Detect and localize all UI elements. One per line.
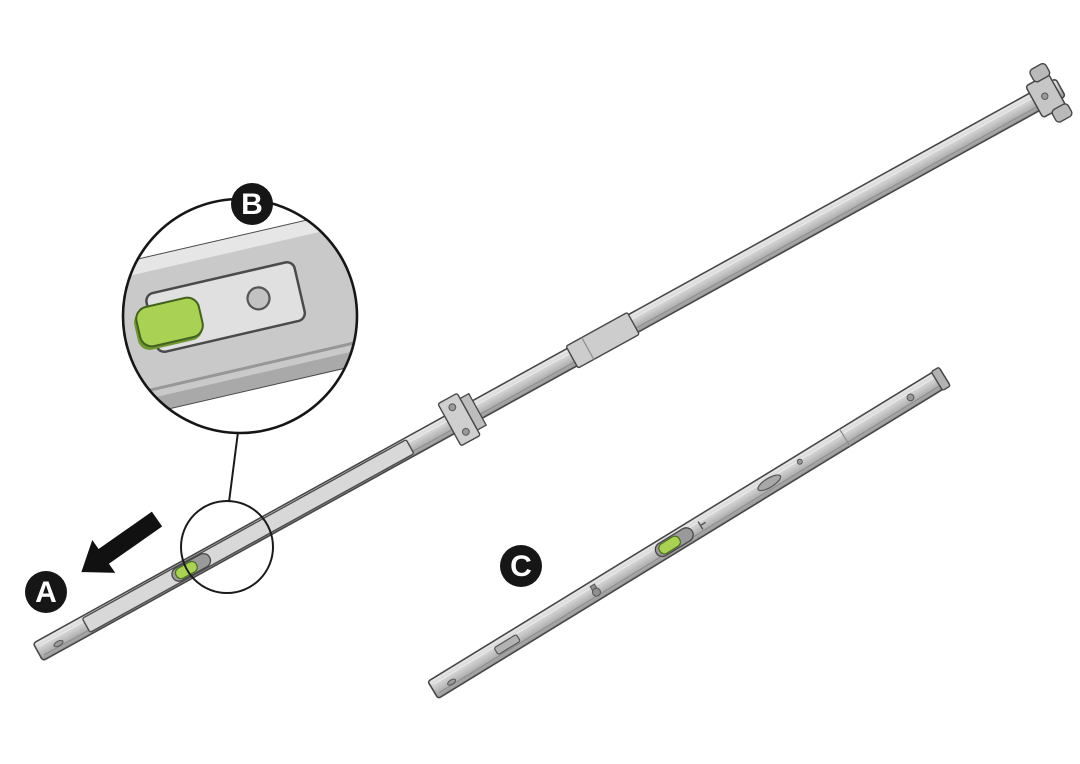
magnified-rail-top-edge	[124, 204, 356, 290]
oval-slot	[757, 474, 782, 492]
magnified-rail-bottom-edge	[124, 338, 356, 425]
right-round-hole	[906, 393, 915, 402]
telescoping-slide-rail	[33, 62, 1073, 661]
inner-rail-end-cap	[931, 367, 951, 391]
badge-b: B	[231, 183, 273, 225]
badge-a: A	[25, 571, 67, 613]
badge-c-label: C	[510, 550, 532, 583]
slide-direction-arrow-icon	[78, 508, 165, 575]
attached-inner-section	[82, 439, 414, 633]
inner-rect-slot	[494, 634, 521, 655]
magnified-detail	[124, 202, 356, 426]
badge-b-label: B	[241, 188, 263, 221]
badge-a-circle	[25, 571, 67, 613]
end-bracket-tab-bottom	[1051, 103, 1073, 123]
magnified-green-release-button	[135, 296, 204, 348]
callout-connector-line	[228, 431, 239, 503]
joint-seam	[581, 337, 595, 360]
keyhole-round	[591, 587, 601, 597]
keyhole-slot	[589, 583, 601, 597]
end-bracket-tab-top	[1029, 62, 1051, 83]
release-button-assembly-inner	[654, 521, 706, 558]
end-bracket-hole	[1041, 92, 1049, 100]
detached-inner-rail	[427, 367, 951, 699]
magnified-round-hole	[246, 286, 271, 311]
inner-left-tip-hole	[447, 678, 457, 686]
green-release-button	[658, 535, 682, 555]
arrow-shape	[78, 508, 165, 575]
joint-sleeve	[566, 312, 640, 369]
bracket-hole-bottom	[461, 427, 470, 436]
telescoping-joint	[566, 312, 640, 369]
inner-rail-seam	[839, 428, 851, 447]
badge-c: C	[500, 545, 542, 587]
left-tip-slot-hole	[53, 639, 64, 648]
badge-a-label: A	[35, 576, 57, 609]
small-round-hole	[796, 458, 803, 465]
bracket-hole-top	[448, 403, 457, 412]
latch-mark	[697, 521, 706, 530]
middle-mounting-bracket	[437, 392, 488, 446]
badge-b-circle	[231, 183, 273, 225]
right-end-rack-bracket	[1025, 62, 1073, 123]
badge-c-circle	[500, 545, 542, 587]
callout-source-circle	[180, 500, 274, 594]
